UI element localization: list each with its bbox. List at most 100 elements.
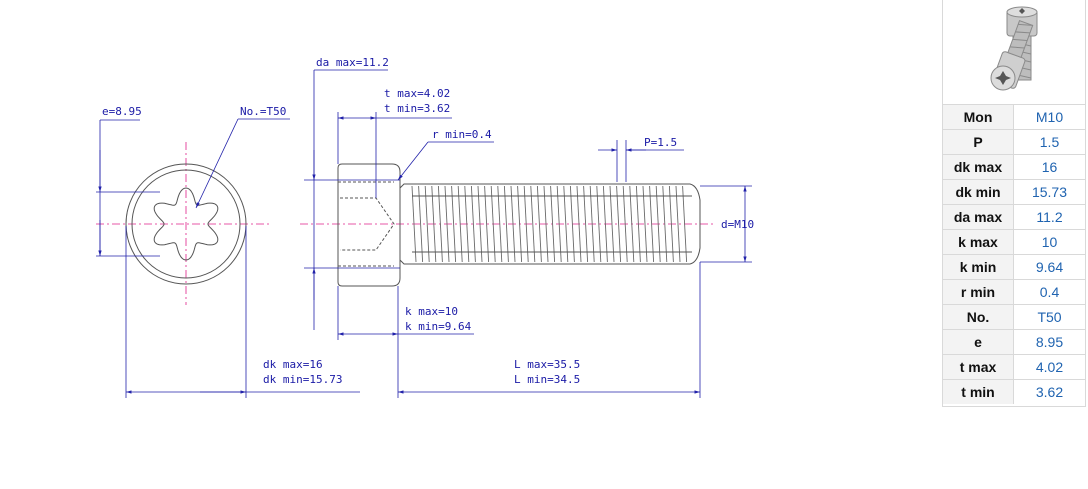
spec-key: k min [943, 254, 1014, 280]
spec-key: t min [943, 379, 1014, 404]
thread-line [437, 185, 443, 263]
thread-line [550, 185, 556, 263]
head-outer-circle [125, 163, 247, 285]
thread-line [517, 185, 523, 263]
thread-line [635, 185, 641, 263]
screw-head [337, 163, 401, 287]
thread-line [523, 185, 529, 263]
spec-key: No. [943, 304, 1014, 330]
thread-line [556, 185, 562, 263]
head-view [96, 142, 270, 305]
thread-line [602, 185, 608, 263]
spec-key: dk max [943, 154, 1014, 180]
spec-row: No.T50 [943, 304, 1085, 330]
thread-line [655, 185, 661, 263]
thread-line [470, 185, 476, 263]
thread-line [682, 185, 688, 263]
spec-value: 3.62 [1013, 379, 1085, 404]
spec-value: 10 [1013, 229, 1085, 255]
t-min-label: t min=3.62 [384, 102, 450, 115]
d-label: d=M10 [721, 218, 754, 231]
thread-line [510, 185, 516, 263]
technical-drawing: e=8.95 No.=T50 dk max=16 dk min=15.73 d [96, 56, 754, 398]
spec-value: M10 [1013, 105, 1085, 130]
thread-line [589, 185, 595, 263]
spec-value: 8.95 [1013, 329, 1085, 355]
spec-value: 4.02 [1013, 354, 1085, 380]
drive-leader: No.=T50 [195, 105, 290, 209]
pitch-label: P=1.5 [644, 136, 677, 149]
thread-line [530, 185, 536, 263]
torx-recess-shape [153, 187, 219, 261]
thread-line [411, 185, 417, 263]
thread-line [484, 185, 490, 263]
L-dimension: L max=35.5 L min=34.5 [397, 262, 701, 398]
thread-line [662, 185, 668, 263]
thread-lines [411, 185, 688, 263]
thread-line [629, 185, 635, 263]
thread-line [649, 185, 655, 263]
spec-key: r min [943, 279, 1014, 305]
thread-line [464, 185, 470, 263]
thread-line [431, 185, 437, 263]
thread-line [622, 185, 628, 263]
head-inner-circle [131, 169, 241, 279]
thread-line [424, 185, 430, 263]
thread-line [543, 185, 549, 263]
drive-label: No.=T50 [240, 105, 286, 118]
thread-line [576, 185, 582, 263]
L-max-label: L max=35.5 [514, 358, 580, 371]
thread-line [536, 185, 542, 263]
spec-key: k max [943, 229, 1014, 255]
t-dimension: t max=4.02 t min=3.62 [337, 87, 452, 198]
spec-key: t max [943, 354, 1014, 380]
r-min-label: r min=0.4 [432, 128, 492, 141]
thread-line [451, 185, 457, 263]
spec-value: 0.4 [1013, 279, 1085, 305]
k-dimension: k max=10 k min=9.64 [337, 286, 474, 340]
dk-max-label: dk max=16 [263, 358, 323, 371]
thread-line [477, 185, 483, 263]
thread-line [668, 185, 674, 263]
thread-line [609, 185, 615, 263]
thread-line [490, 185, 496, 263]
r-leader: r min=0.4 [397, 128, 494, 181]
k-min-label: k min=9.64 [405, 320, 472, 333]
spec-key: e [943, 329, 1014, 355]
thread-line [569, 185, 575, 263]
thread-line [596, 185, 602, 263]
torx-cap-screw-thumbnail [943, 0, 1085, 105]
dk-min-label: dk min=15.73 [263, 373, 342, 386]
e-dimension: e=8.95 [96, 105, 160, 257]
t-max-label: t max=4.02 [384, 87, 450, 100]
thread-line [616, 185, 622, 263]
thread-line [444, 185, 450, 263]
screw-shank [399, 183, 701, 265]
spec-key: Mon [943, 105, 1014, 130]
recess-hidden-profile [340, 197, 395, 251]
thread-line [503, 185, 509, 263]
thread-line [418, 185, 424, 263]
d-dimension: d=M10 [700, 185, 754, 263]
spec-value: 15.73 [1013, 179, 1085, 205]
side-view [300, 163, 715, 287]
e-label: e=8.95 [102, 105, 142, 118]
spec-value: 9.64 [1013, 254, 1085, 280]
thread-line [675, 185, 681, 263]
thread-line [457, 185, 463, 263]
thread-line [497, 185, 503, 263]
da-max-label: da max=11.2 [316, 56, 389, 69]
spec-value: T50 [1013, 304, 1085, 330]
